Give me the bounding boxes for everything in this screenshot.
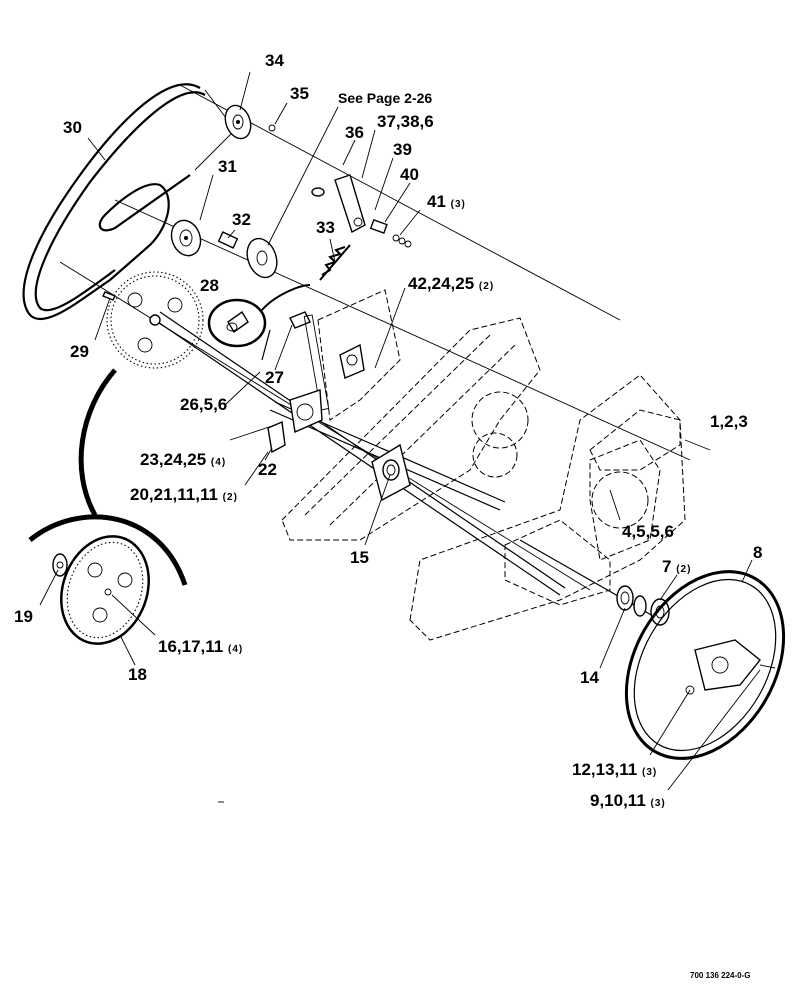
callout-22: 22 [258,460,277,479]
idler-pulley [246,237,278,279]
bearing-42 [339,343,365,379]
sprocket-large [106,271,204,369]
callout-26-5-6: 26,5,6 [180,395,227,414]
callout-30: 30 [63,118,82,137]
callout-labels: 34 35 30 36 37,38,6 39 31 40 41 (3) 32 3… [14,51,762,810]
bracket-22 [267,389,323,454]
callout-39: 39 [393,140,412,159]
callout-29: 29 [70,342,89,361]
callout-15: 15 [350,548,369,567]
callout-18: 18 [128,665,147,684]
callout-12-13-11: 12,13,11 (3) [572,760,657,779]
callout-36: 36 [345,123,364,142]
spacer-32 [217,231,239,249]
pulley-8 [624,570,786,760]
callout-7: 7 (2) [662,557,691,576]
callout-37-38-6: 37,38,6 [377,112,434,131]
reference-note: See Page 2-26 [338,90,432,106]
callout-34: 34 [265,51,284,70]
detail-arc [28,368,188,586]
callout-16-17-11: 16,17,11 (4) [158,637,243,656]
hub-19 [52,553,68,577]
callout-20-21-11-11: 20,21,11,11 (2) [130,485,238,504]
callout-8: 8 [753,543,762,562]
callout-9-10-11: 9,10,11 (3) [590,791,666,810]
callout-1-2-3: 1,2,3 [710,412,748,431]
washer-7 [633,595,670,626]
callout-4-5-5-6: 4,5,5,6 [622,522,674,541]
sprocket-18 [60,535,150,645]
key-29 [102,291,116,301]
callout-42-24-25: 42,24,25 (2) [408,274,494,293]
bearing-14 [616,585,634,611]
callout-35: 35 [290,84,309,103]
spring-33 [319,244,351,281]
callout-31: 31 [218,157,237,176]
callout-27: 27 [265,368,284,387]
callout-41: 41 (3) [427,192,466,211]
pulley-31 [170,219,202,257]
callout-28: 28 [200,276,219,295]
callout-32: 32 [232,210,251,229]
washer-35 [268,124,276,132]
detail-28-circle [207,284,311,348]
leader-lines [39,71,761,791]
bolt-26 [261,329,271,361]
frame-assembly [59,84,691,641]
callout-33: 33 [316,218,335,237]
callout-14: 14 [580,668,599,687]
pulley-34 [224,104,252,140]
callout-19: 19 [14,607,33,626]
bracket-27 [289,311,330,411]
callout-40: 40 [400,165,419,184]
bearing-15 [371,443,411,502]
callout-23-24-25: 23,24,25 (4) [140,450,226,469]
tension-arm [311,174,412,248]
drawing-code: 700 136 224-0-G [690,971,751,980]
